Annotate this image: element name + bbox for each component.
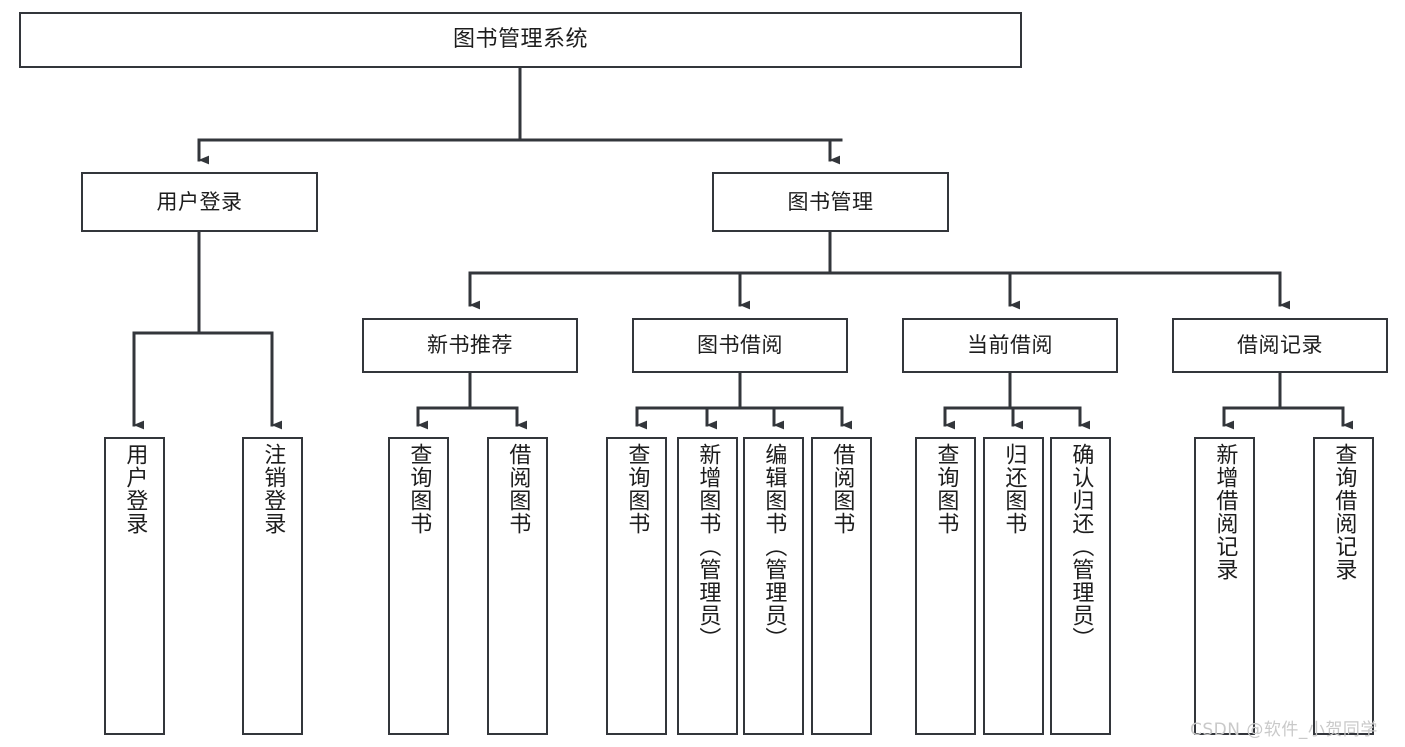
leaf-query-book-current[interactable]: 查询图书 (915, 437, 976, 735)
node-book-borrow[interactable]: 图书借阅 (632, 318, 848, 373)
node-user-login[interactable]: 用户登录 (81, 172, 318, 232)
node-label: 借阅记录 (1237, 333, 1323, 358)
node-label: 借阅图书 (829, 443, 855, 535)
leaf-logout[interactable]: 注销登录 (242, 437, 303, 735)
node-label: 新增借阅记录 (1212, 443, 1238, 581)
node-borrow-record[interactable]: 借阅记录 (1172, 318, 1388, 373)
node-label: 查询图书 (933, 443, 959, 535)
node-label: 图书管理系统 (452, 26, 588, 52)
leaf-query-book-recommend[interactable]: 查询图书 (388, 437, 449, 735)
csdn-watermark: CSDN @软件_小贺同学 (1190, 720, 1378, 740)
node-label: 确认归还（管理员） (1068, 443, 1094, 650)
node-root-book-management-system[interactable]: 图书管理系统 (19, 12, 1022, 68)
node-label: 新增图书（管理员） (695, 443, 721, 650)
node-label: 图书管理 (787, 189, 874, 214)
node-new-book-recommend[interactable]: 新书推荐 (362, 318, 578, 373)
leaf-add-borrow-record[interactable]: 新增借阅记录 (1194, 437, 1255, 735)
leaf-add-book-admin[interactable]: 新增图书（管理员） (677, 437, 738, 735)
node-label: 归还图书 (1001, 443, 1027, 535)
node-label: 编辑图书（管理员） (761, 443, 787, 650)
node-label: 用户登录 (122, 443, 148, 535)
leaf-borrow-book-recommend[interactable]: 借阅图书 (487, 437, 548, 735)
leaf-borrow-book[interactable]: 借阅图书 (811, 437, 872, 735)
node-label: 查询借阅记录 (1331, 443, 1357, 581)
node-label: 用户登录 (156, 189, 243, 214)
leaf-query-borrow-record[interactable]: 查询借阅记录 (1313, 437, 1374, 735)
leaf-query-book-borrow[interactable]: 查询图书 (606, 437, 667, 735)
node-label: 当前借阅 (967, 333, 1053, 358)
node-label: 查询图书 (624, 443, 650, 535)
node-label: 注销登录 (260, 443, 286, 535)
node-book-management[interactable]: 图书管理 (712, 172, 949, 232)
node-label: 新书推荐 (427, 333, 513, 358)
node-label: 查询图书 (406, 443, 432, 535)
node-current-borrow[interactable]: 当前借阅 (902, 318, 1118, 373)
leaf-return-book[interactable]: 归还图书 (983, 437, 1044, 735)
node-label: 借阅图书 (505, 443, 531, 535)
leaf-edit-book-admin[interactable]: 编辑图书（管理员） (743, 437, 804, 735)
leaf-user-login[interactable]: 用户登录 (104, 437, 165, 735)
node-label: 图书借阅 (697, 333, 783, 358)
leaf-confirm-return-admin[interactable]: 确认归还（管理员） (1050, 437, 1111, 735)
